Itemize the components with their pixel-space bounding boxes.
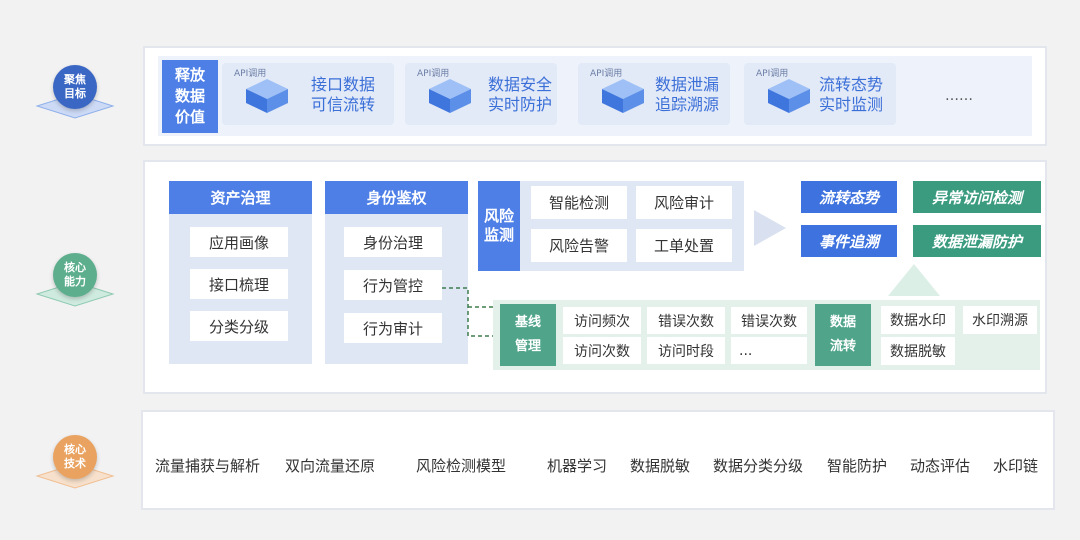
api-call-label: API调用: [417, 69, 450, 79]
api-call-label: API调用: [590, 69, 623, 79]
release-value-box: 释放 数据 价值: [162, 60, 218, 133]
goals-badge-label: 聚焦 目标: [53, 65, 97, 109]
asset-title: 资产治理: [169, 181, 312, 214]
tech-item-4: 机器学习: [547, 457, 608, 475]
tech-item-9: 水印链: [993, 457, 1039, 475]
risk-title: 风险 监测: [478, 181, 520, 271]
data-cube-icon: [246, 79, 288, 113]
goal-card-text: 接口数据 可信流转: [310, 75, 375, 114]
data-cube-icon: [602, 79, 644, 113]
asset-item-2: 接口梳理: [190, 269, 288, 299]
risk-item-2: 风险审计: [636, 186, 732, 219]
asset-item-1: 应用画像: [190, 227, 288, 257]
goal-card-text: 流转态势 实时监测: [818, 75, 883, 114]
baseline-item-more: ...: [731, 337, 807, 364]
goal-card-2: API调用 数据安全 实时防护: [405, 63, 557, 125]
baseline-item-5: 访问时段: [647, 337, 725, 364]
baseline-item-1: 访问频次: [563, 307, 641, 334]
goal-card-4: API调用 流转态势 实时监测: [744, 63, 896, 125]
risk-item-1: 智能检测: [531, 186, 627, 219]
capability-badge-label: 核心 能力: [53, 253, 97, 297]
output-flow-situation: 流转态势: [801, 181, 897, 213]
baseline-item-3: 错误次数: [731, 307, 807, 334]
asset-item-3: 分类分级: [190, 311, 288, 341]
api-call-label: API调用: [756, 69, 789, 79]
technology-frame: [141, 410, 1055, 510]
identity-item-3: 行为审计: [344, 313, 442, 343]
arrow-right-icon: [754, 210, 786, 246]
flow-item-2: 水印溯源: [963, 306, 1037, 334]
goals-badge: 聚焦 目标: [30, 60, 120, 140]
tech-item-3: 风险检测模型: [416, 457, 507, 475]
goals-more: ……: [945, 88, 973, 104]
tech-item-7: 智能防护: [827, 457, 888, 475]
flow-item-3: 数据脱敏: [881, 337, 955, 365]
api-call-label: API调用: [234, 69, 267, 79]
identity-item-1: 身份治理: [344, 227, 442, 257]
baseline-item-2: 错误次数: [647, 307, 725, 334]
output-leak-protection: 数据泄漏防护: [913, 225, 1041, 257]
risk-item-3: 风险告警: [531, 229, 627, 262]
flow-title: 数据 流转: [815, 304, 871, 366]
identity-title: 身份鉴权: [325, 181, 468, 214]
tech-item-6: 数据分类分级: [713, 457, 804, 475]
tech-item-5: 数据脱敏: [630, 457, 691, 475]
goal-card-1: API调用 接口数据 可信流转: [222, 63, 394, 125]
output-abnormal-access: 异常访问检测: [913, 181, 1041, 213]
goal-card-text: 数据安全 实时防护: [487, 75, 552, 114]
goal-card-3: API调用 数据泄漏 追踪溯源: [578, 63, 730, 125]
baseline-item-4: 访问次数: [563, 337, 641, 364]
data-cube-icon: [429, 79, 471, 113]
risk-item-4: 工单处置: [636, 229, 732, 262]
arrow-up-icon: [888, 264, 940, 296]
technology-badge-label: 核心 技术: [53, 435, 97, 479]
identity-item-2: 行为管控: [344, 270, 442, 300]
tech-item-1: 流量捕获与解析: [155, 457, 261, 475]
tech-item-8: 动态评估: [910, 457, 971, 475]
data-cube-icon: [768, 79, 810, 113]
capability-badge: 核心 能力: [30, 248, 120, 328]
output-event-trace: 事件追溯: [801, 225, 897, 257]
flow-item-1: 数据水印: [881, 306, 955, 334]
baseline-title: 基线 管理: [500, 304, 556, 366]
tech-item-2: 双向流量还原: [285, 457, 376, 475]
goal-card-text: 数据泄漏 追踪溯源: [654, 75, 719, 114]
technology-badge: 核心 技术: [30, 430, 120, 510]
